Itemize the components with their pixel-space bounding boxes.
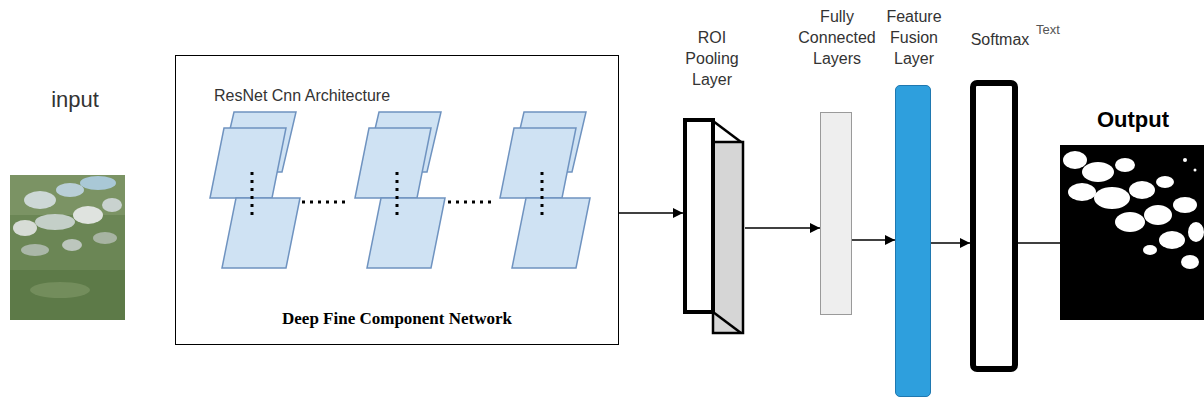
network-box: ResNet Cnn ArchitectureDeep Fine Compone… [175,55,619,345]
layer-label: Output [1078,106,1188,135]
flow-arrow [745,227,820,229]
flow-arrow [931,242,970,244]
box-heading: ResNet Cnn Architecture [214,86,390,107]
ellipsis-dots [252,172,542,215]
fully-connected-layer: Fully Connected Layers [820,112,852,315]
pooling-block-outline [683,118,745,335]
flow-arrow [852,239,895,241]
layer-label: ROI Pooling Layer [679,28,745,90]
feature-map-stacks [210,112,590,268]
layer-label: Softmax [960,30,1040,51]
input-image [10,175,125,320]
flow-arrow [619,212,683,214]
input-picture: input [10,175,125,320]
output-image [1060,145,1204,320]
layer-label: Fully Connected Layers [795,7,879,69]
softmax-layer: Softmax [970,80,1018,372]
output-picture: Output [1060,145,1204,320]
box-caption: Deep Fine Component Network [176,308,618,330]
roi-pooling-layer: ROI Pooling Layer [683,118,745,335]
layer-label: input [30,86,120,115]
overlay-label: Text [1036,22,1060,39]
layer-label: Feature Fusion Layer [880,7,948,69]
connector-line [1018,242,1060,244]
feature-fusion-layer: Feature Fusion Layer [895,85,931,397]
